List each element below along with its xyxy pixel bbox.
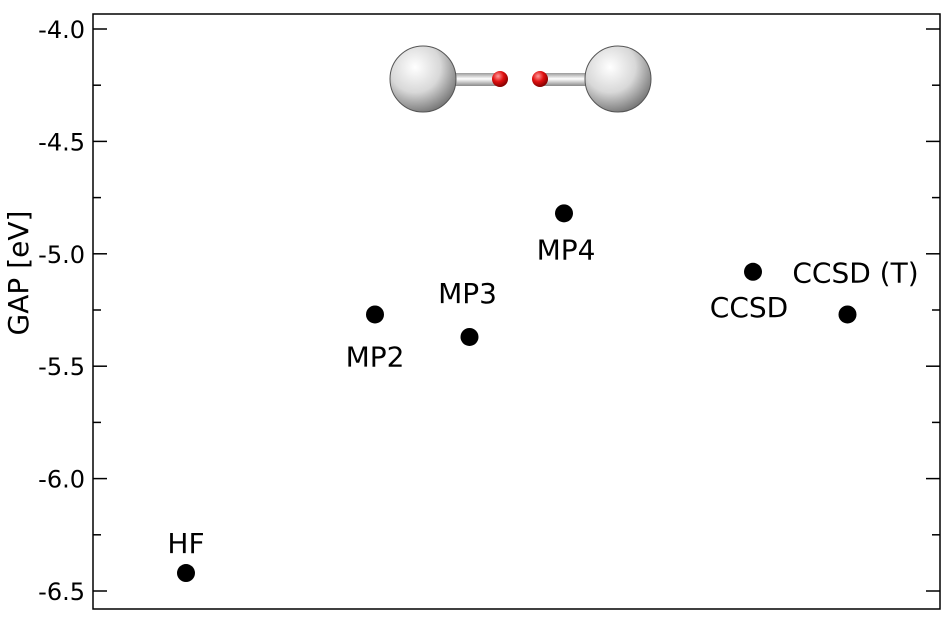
y-tick-label: -4.5 — [38, 128, 85, 156]
molecule-icon — [389, 45, 652, 113]
point-label: MP2 — [346, 340, 405, 373]
data-point-ccsd — [744, 262, 762, 281]
y-ticks — [93, 28, 940, 592]
data-point-mp4 — [555, 204, 573, 223]
point-label: CCSD — [710, 291, 788, 324]
plot-frame — [92, 13, 941, 610]
data-points — [177, 204, 857, 583]
data-point-hf — [177, 564, 195, 583]
data-point-mp2 — [366, 305, 384, 324]
y-tick-label: -5.5 — [38, 353, 85, 381]
data-point-mp3 — [460, 327, 479, 346]
data-point-ccsd-t — [838, 305, 857, 324]
y-tick-label: -6.5 — [38, 578, 85, 606]
y-tick-label: -6.0 — [38, 466, 85, 494]
point-label: MP3 — [438, 277, 497, 310]
point-label: HF — [167, 527, 204, 560]
point-label: MP4 — [537, 233, 596, 266]
point-label: CCSD (T) — [792, 256, 918, 289]
y-tick-labels: -4.0 -4.5 -5.0 -5.5 -6.0 -6.5 — [38, 16, 85, 606]
y-axis-label: GAP [eV] — [2, 211, 35, 336]
y-tick-label: -4.0 — [38, 16, 85, 44]
y-tick-label: -5.0 — [38, 241, 85, 269]
